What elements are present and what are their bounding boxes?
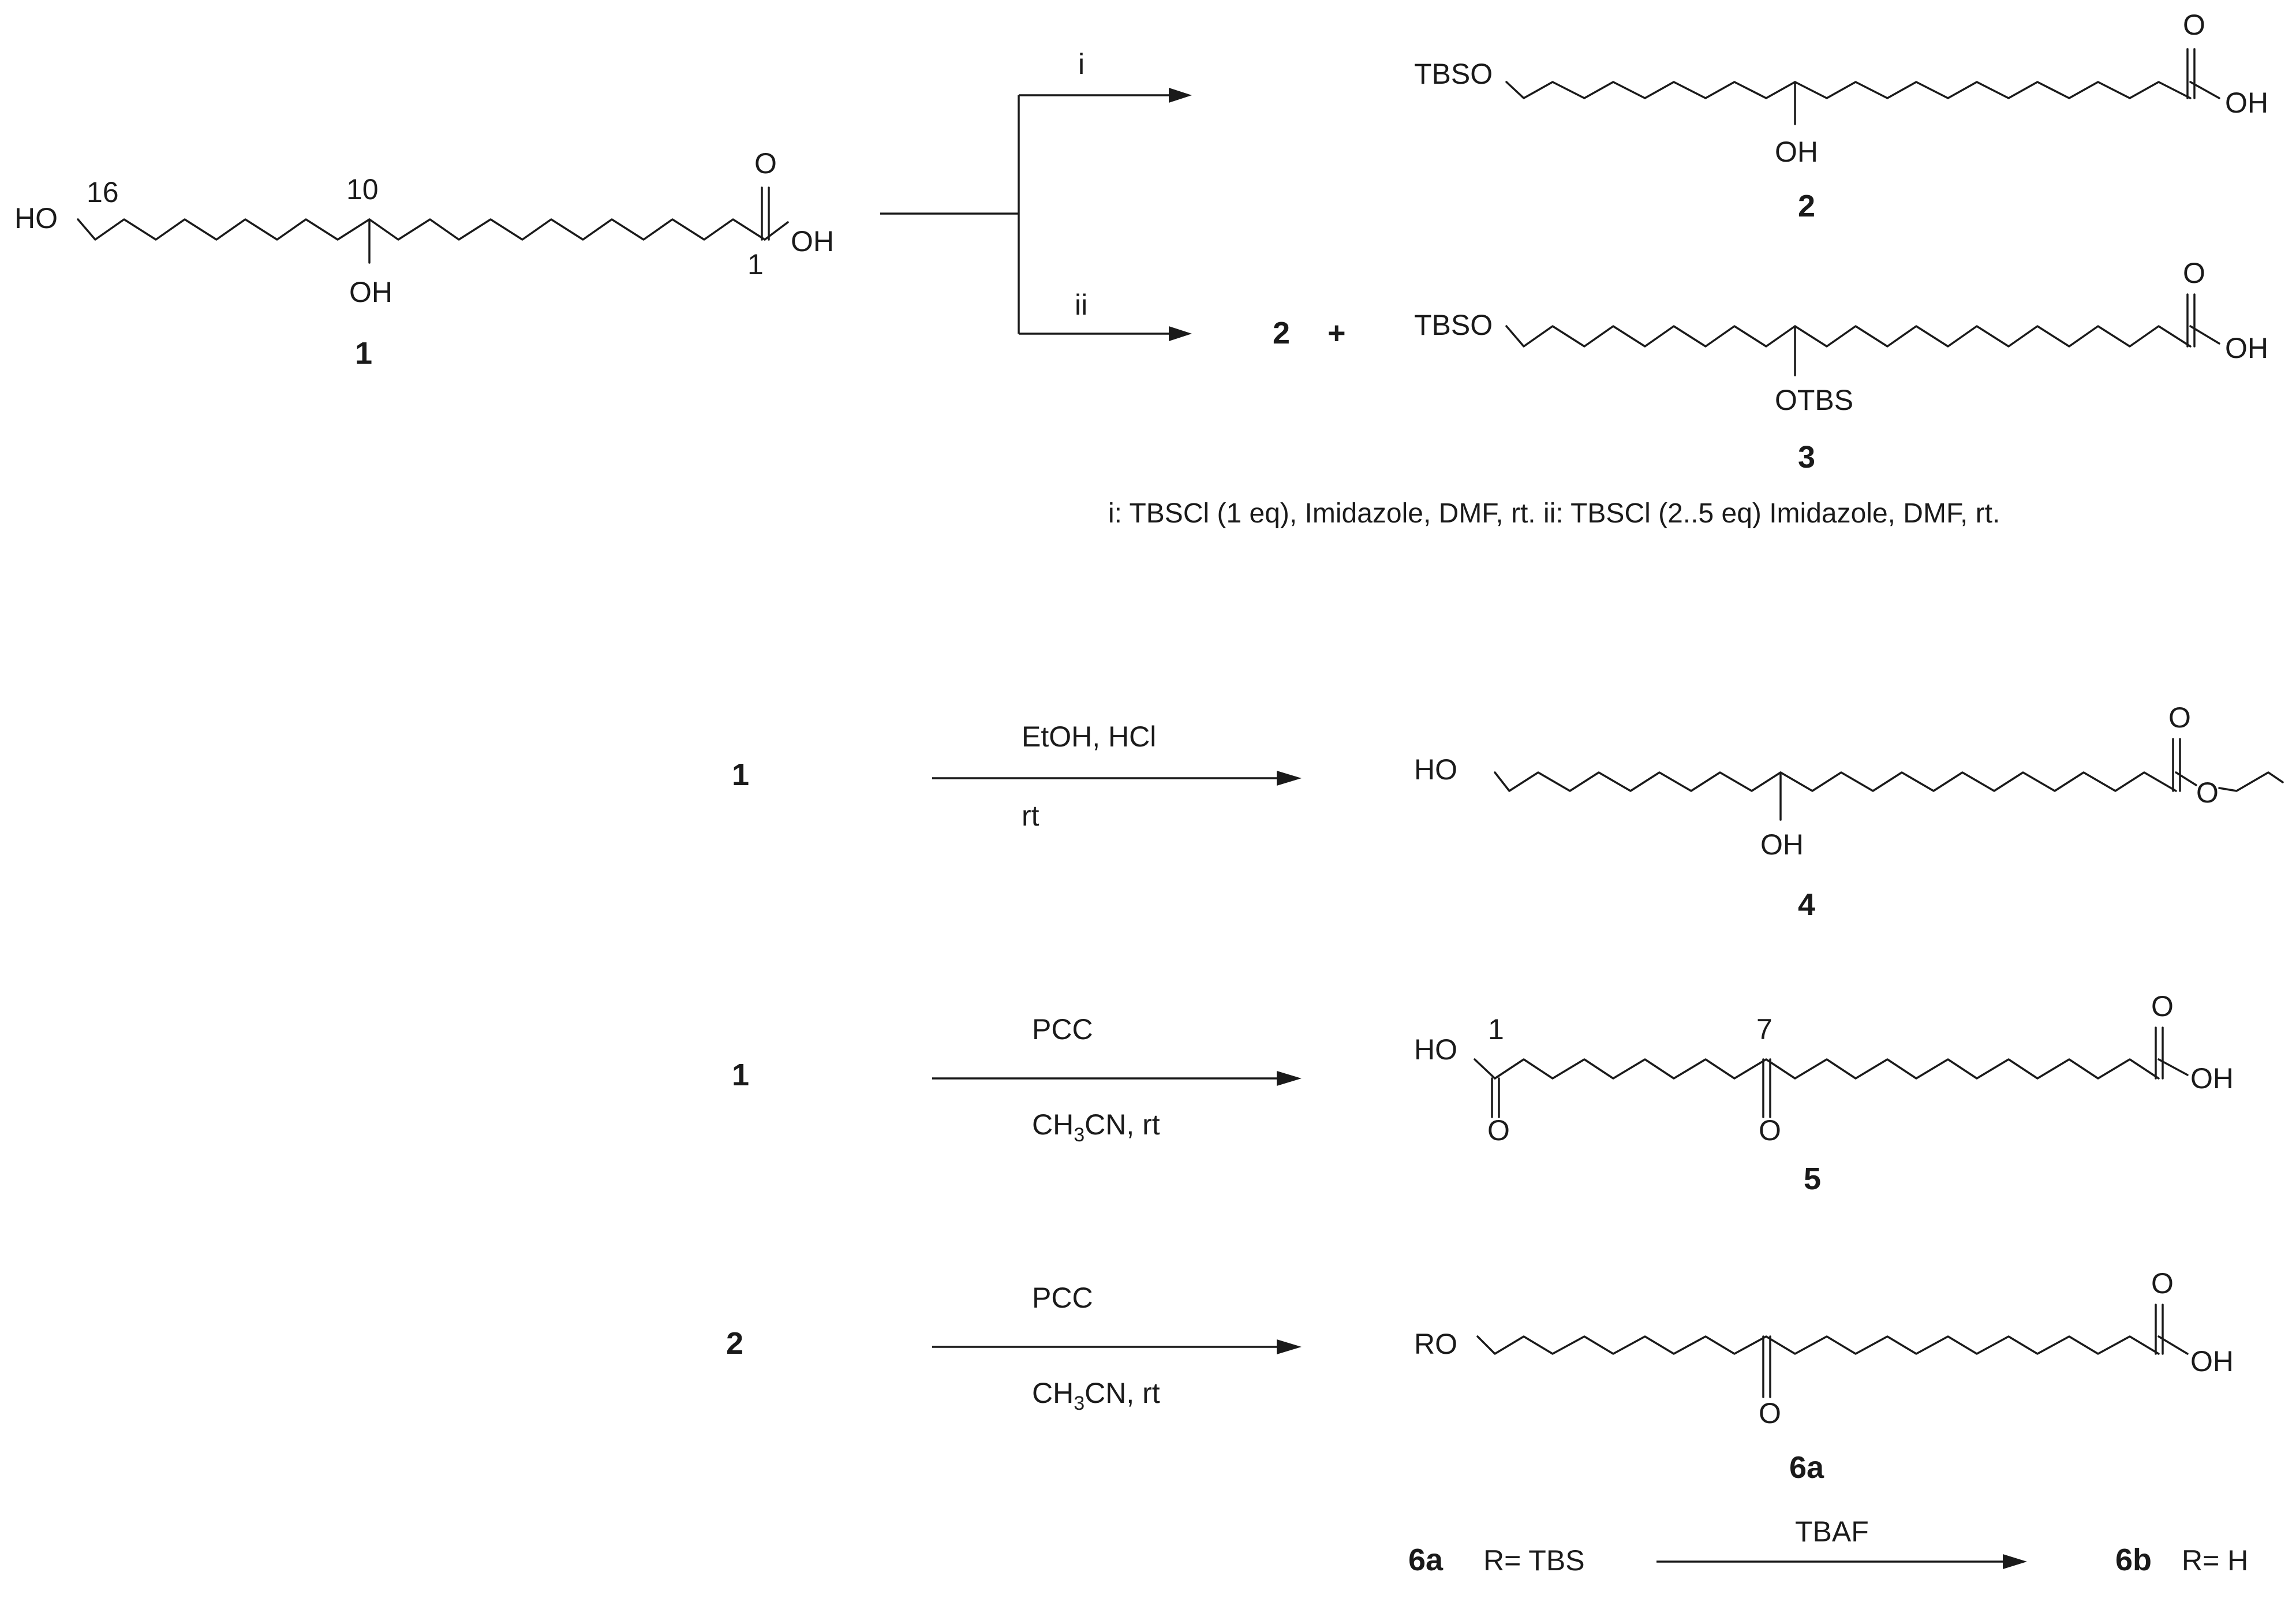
compound-2-oh-side: OH xyxy=(1775,136,1818,168)
arrow-i-label: i xyxy=(1078,48,1085,80)
oxidation-1-solvent-a: CH xyxy=(1032,1108,1074,1141)
compound-5-right-oh-bond xyxy=(2157,1058,2189,1076)
compound-4-structure: HO OH O O 4 xyxy=(1414,701,2284,922)
compound-5-acid-oh: OH xyxy=(2190,1062,2234,1095)
arrow-ii-label: ii xyxy=(1075,289,1087,321)
compound-3-tbso: TBSO xyxy=(1414,309,1493,341)
oxidation-1-solvent-subscript: 3 xyxy=(1074,1124,1085,1146)
compound-2-label: 2 xyxy=(1798,189,1815,223)
oxidation-2-solvent: CH3CN, rt xyxy=(1032,1377,1160,1414)
oxidation-2-solvent-subscript: 3 xyxy=(1074,1392,1085,1414)
oxidation-2-solvent-a: CH xyxy=(1032,1377,1074,1409)
compound-6a-oh-bond xyxy=(2157,1335,2189,1355)
compound-5-label: 5 xyxy=(1804,1162,1821,1196)
compound-4-ester-o: O xyxy=(2196,776,2219,809)
compound-4-chain xyxy=(1494,771,2177,792)
reaction-esterification: 1 EtOH, HCl rt HO OH O O 4 xyxy=(732,701,2284,922)
deprotection-arrow-head xyxy=(2003,1554,2027,1569)
compound-5-chain xyxy=(1494,1058,2160,1080)
compound-2-structure: TBSO OH O OH 2 xyxy=(1414,9,2268,223)
compound-4-carbonyl-o: O xyxy=(2168,701,2191,734)
deprotection-product-r: R= H xyxy=(2182,1544,2248,1577)
compound-1-carbonyl-o: O xyxy=(754,147,777,180)
esterification-starting-material: 1 xyxy=(732,757,749,792)
compound-1-structure: HO OH O OH 16 10 1 1 xyxy=(14,147,834,371)
oxidation-1-solvent: CH3CN, rt xyxy=(1032,1108,1160,1146)
compound-4-ho: HO xyxy=(1414,753,1457,786)
compound-5-structure: HO 1 7 O O O OH 5 xyxy=(1414,990,2234,1196)
oxidation-1-arrow-head xyxy=(1277,1071,1302,1086)
compound-6a-carbonyl-o: O xyxy=(2151,1267,2174,1300)
compound-3-otbs: OTBS xyxy=(1775,384,1853,416)
compound-5-keto-o: O xyxy=(1759,1114,1781,1147)
oxidation-2-reagent: PCC xyxy=(1032,1282,1093,1314)
compound-1-chain xyxy=(77,218,766,241)
compound-3-structure: 2 + TBSO OTBS O OH 3 xyxy=(1273,257,2268,475)
compound-6a-structure: RO O O OH 6a xyxy=(1414,1267,2234,1485)
product-ii-compound-2: 2 xyxy=(1273,316,1290,350)
compound-1-position-10: 10 xyxy=(346,173,379,206)
deprotection-product-id: 6b xyxy=(2115,1543,2152,1577)
compound-1-c1-oh-bond xyxy=(764,221,789,241)
compound-1-position-1: 1 xyxy=(747,248,764,281)
reaction-oxidation-2: 2 PCC CH3CN, rt RO O O OH 6a xyxy=(726,1267,2234,1485)
compound-6a-acid-oh: OH xyxy=(2190,1345,2234,1377)
compound-3-c1-oh-bond xyxy=(2189,325,2220,345)
compound-2-c1-oh-bond xyxy=(2189,81,2220,99)
oxidation-2-starting-material: 2 xyxy=(726,1326,743,1361)
compound-1-acid-oh: OH xyxy=(791,225,834,257)
compound-4-oh-side: OH xyxy=(1760,828,1804,861)
esterification-condition: rt xyxy=(1022,800,1039,832)
oxidation-1-solvent-b: CN, rt xyxy=(1085,1108,1160,1141)
arrow-i-head xyxy=(1169,88,1192,103)
arrow-ii-head xyxy=(1169,326,1192,341)
compound-5-ho: HO xyxy=(1414,1033,1457,1066)
deprotection-reagent: TBAF xyxy=(1795,1515,1869,1548)
compound-4-ethyl-group xyxy=(2218,771,2284,792)
compound-1-position-16: 16 xyxy=(87,176,119,208)
compound-1-oh-side: OH xyxy=(349,276,392,308)
compound-5-position-7: 7 xyxy=(1756,1013,1773,1046)
conditions-footnote: i: TBSCl (1 eq), Imidazole, DMF, rt. ii:… xyxy=(1108,498,2000,529)
compound-3-chain xyxy=(1505,325,2192,348)
compound-1-ho: HO xyxy=(14,202,58,234)
compound-6a-keto-o: O xyxy=(1759,1397,1781,1429)
compound-3-acid-oh: OH xyxy=(2225,332,2268,364)
esterification-arrow-head xyxy=(1277,771,1302,786)
compound-2-acid-oh: OH xyxy=(2225,87,2268,119)
compound-3-label: 3 xyxy=(1798,440,1815,475)
compound-2-tbso: TBSO xyxy=(1414,58,1493,90)
product-ii-plus: + xyxy=(1328,316,1346,350)
compound-4-ester-o-bond xyxy=(2175,771,2197,786)
compound-3-carbonyl-o: O xyxy=(2183,257,2205,289)
oxidation-1-reagent: PCC xyxy=(1032,1013,1093,1046)
compound-6a-ro: RO xyxy=(1414,1328,1457,1360)
compound-6a-chain xyxy=(1476,1335,2160,1355)
compound-4-label: 4 xyxy=(1798,887,1815,922)
compound-2-chain xyxy=(1505,81,2192,99)
oxidation-2-solvent-b: CN, rt xyxy=(1085,1377,1160,1409)
branch-arrows: i ii xyxy=(880,48,1192,341)
esterification-reagent: EtOH, HCl xyxy=(1022,720,1156,753)
compound-6a-label: 6a xyxy=(1789,1450,1824,1485)
compound-5-position-1: 1 xyxy=(1488,1013,1504,1046)
deprotection-start-r: R= TBS xyxy=(1483,1544,1585,1577)
compound-2-carbonyl-o: O xyxy=(2183,9,2205,41)
oxidation-1-starting-material: 1 xyxy=(732,1058,749,1092)
compound-1-label: 1 xyxy=(355,336,372,371)
oxidation-2-arrow-head xyxy=(1277,1339,1302,1354)
compound-5-left-acid-oh-bond xyxy=(1474,1058,1496,1080)
reaction-deprotection: 6a R= TBS TBAF 6b R= H xyxy=(1408,1515,2248,1577)
deprotection-start-id: 6a xyxy=(1408,1543,1444,1577)
compound-5-right-carbonyl-o: O xyxy=(2151,990,2174,1022)
reaction-oxidation-1: 1 PCC CH3CN, rt HO 1 7 O O O OH 5 xyxy=(732,990,2234,1196)
compound-5-left-carbonyl-o: O xyxy=(1487,1114,1510,1147)
